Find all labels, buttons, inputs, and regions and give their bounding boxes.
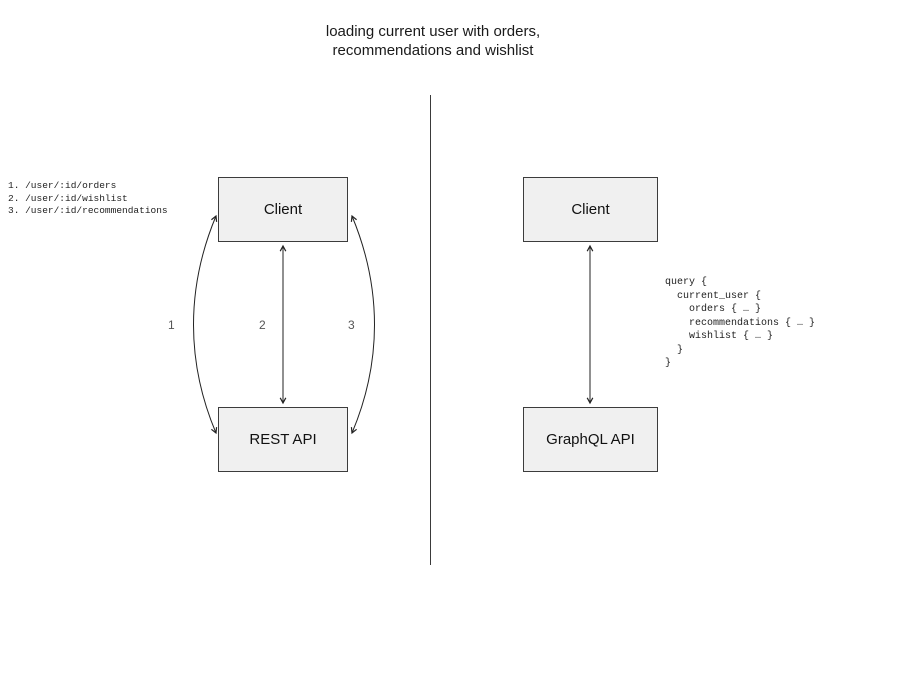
graphql-api-box: GraphQL API: [523, 407, 658, 472]
diagram-title: loading current user with orders, recomm…: [325, 23, 541, 59]
graphql-api-label: GraphQL API: [546, 431, 635, 448]
rest-client-label: Client: [263, 201, 303, 218]
rest-arrow-label-1: 1: [168, 318, 175, 332]
rest-arrow-label-3: 3: [348, 318, 355, 332]
graphql-query-text: query { current_user { orders { … } reco…: [665, 277, 816, 369]
rest-endpoints-list: 1. /user/:id/orders 2. /user/:id/wishlis…: [8, 180, 168, 216]
graphql-client-label: Client: [571, 201, 610, 218]
graphql-client-box: Client: [523, 177, 658, 242]
rest-client-box: Client: [218, 177, 348, 242]
rest-api-label: REST API: [249, 431, 317, 448]
divider-line: [430, 95, 431, 565]
rest-arrow-3: [350, 214, 375, 435]
rest-arrow-1: [193, 214, 218, 435]
rest-api-box: REST API: [218, 407, 348, 472]
rest-arrow-label-2: 2: [259, 318, 266, 332]
